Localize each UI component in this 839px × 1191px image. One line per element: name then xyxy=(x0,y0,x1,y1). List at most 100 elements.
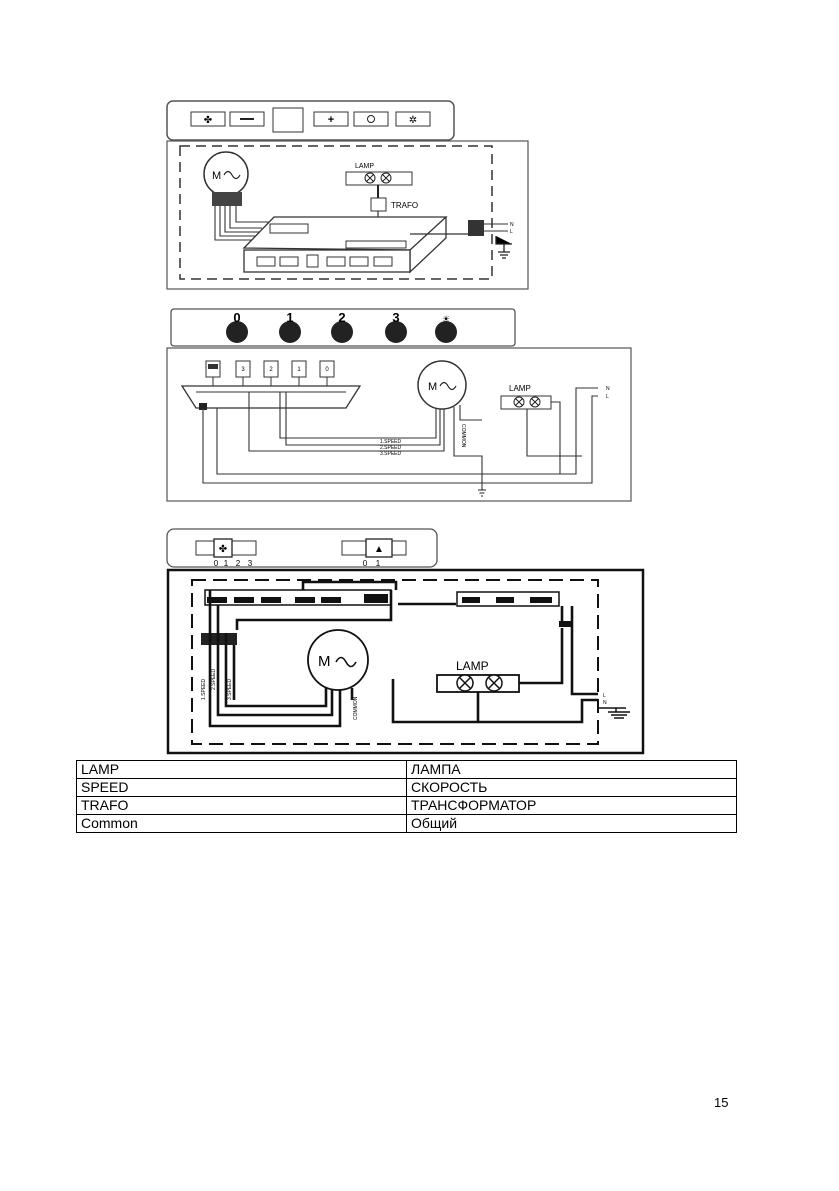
knob-light xyxy=(435,321,457,343)
table-row: LAMP ЛАМПА xyxy=(76,760,737,779)
control-panel-1 xyxy=(166,100,455,141)
wiring-2 xyxy=(202,387,598,490)
light-icon: ✲ xyxy=(409,115,417,126)
fan-scale-2: 2 xyxy=(236,559,241,568)
knob-0 xyxy=(226,321,248,343)
light-button xyxy=(395,111,431,127)
hood-frame-2 xyxy=(166,347,632,502)
table-row: SPEED СКОРОСТЬ xyxy=(76,778,737,797)
timer-button xyxy=(353,111,389,127)
knob-3 xyxy=(385,321,407,343)
terminal-label-3-n: N xyxy=(603,700,607,706)
fan-icon: ✤ xyxy=(219,544,227,555)
wiring-3 xyxy=(208,580,598,728)
lamp-icon-2b xyxy=(529,396,541,408)
motor-1 xyxy=(203,151,249,197)
minus-icon xyxy=(240,118,254,120)
hood-dashed-boundary-3 xyxy=(191,579,599,745)
knob-label-0: 0 xyxy=(233,310,240,325)
table-row: TRAFO ТРАНСФОРМАТОР xyxy=(76,796,737,815)
fan-scale-3: 3 xyxy=(248,559,253,568)
term-en: SPEED xyxy=(76,778,407,797)
switch-strip-fan xyxy=(204,589,392,606)
hood-frame-3 xyxy=(166,568,645,755)
motor-label-1: M xyxy=(212,170,221,182)
inline-fuse-3 xyxy=(559,621,571,627)
lamp-icon-2a xyxy=(513,396,525,408)
mains-connector-1 xyxy=(468,220,484,236)
fan-icon: ✤ xyxy=(204,115,212,126)
speed-knobs: 0 1 2 3 ☀ xyxy=(226,310,457,343)
table-row: Common Общий xyxy=(76,814,737,833)
timer-icon xyxy=(367,115,375,123)
ground-symbol-3 xyxy=(598,707,630,719)
term-ru: Общий xyxy=(406,814,737,833)
switch-strip-lamp xyxy=(456,591,560,607)
diagram-2: 0 1 2 3 ☀ 3 2 1 0 M xyxy=(166,308,632,502)
light-icon: ☀ xyxy=(442,314,450,324)
lamp-slider-knob xyxy=(365,538,393,558)
wire-label-3-1: 1.SPEED xyxy=(201,678,207,700)
slider-switches: ✤ ▲ xyxy=(195,538,407,558)
lamp-icon-3b xyxy=(485,674,503,692)
motor-wires-1 xyxy=(214,206,275,241)
motor-label-3: M xyxy=(318,653,331,670)
term-en: TRAFO xyxy=(76,796,407,815)
knob-label-3: 3 xyxy=(392,310,399,325)
lamp-bracket-1 xyxy=(345,171,413,186)
motor-tilde-1 xyxy=(223,170,241,180)
lamp-label-3: LAMP xyxy=(456,659,489,673)
lamp-scale-1: 1 xyxy=(376,559,381,568)
term-ru: ТРАНСФОРМАТОР xyxy=(406,796,737,815)
term-en: LAMP xyxy=(76,760,407,779)
trafo-box-1 xyxy=(370,197,387,212)
lamp-bracket-3 xyxy=(436,674,520,693)
common-label-3: COMMON xyxy=(353,696,359,720)
wire-label-3-3: 3.SPEED xyxy=(227,678,233,700)
terminal-label-3-l: L xyxy=(603,693,606,699)
translation-table: LAMP ЛАМПА SPEED СКОРОСТЬ TRAFO ТРАНСФОР… xyxy=(76,760,737,833)
motor-connector-1 xyxy=(212,192,242,206)
switch-label-3: 3 xyxy=(241,367,245,373)
switch-label-2: 2 xyxy=(269,367,273,373)
fan-scale-0: 0 xyxy=(214,559,219,568)
control-panel-2 xyxy=(170,308,516,347)
switch-label-1: 1 xyxy=(297,367,301,373)
diagram-3: ✤ ▲ 0 1 2 3 0 1 M LAMP xyxy=(166,528,645,755)
lamp-label-1: LAMP xyxy=(355,163,374,170)
terminal-label-1-n: N xyxy=(510,222,514,228)
lamp-icon-1a xyxy=(364,172,376,184)
control-panel-3 xyxy=(166,528,438,568)
wire-label-3-2: 2.SPEED xyxy=(211,668,217,690)
panel-buttons-1: ✤ + ✲ xyxy=(190,107,431,133)
lamp-icon-3a xyxy=(456,674,474,692)
plus-button xyxy=(313,111,349,127)
motor-2 xyxy=(417,360,467,410)
switch-label-0: 0 xyxy=(325,367,329,373)
knob-label-2: 2 xyxy=(338,310,345,325)
hood-dashed-boundary-1 xyxy=(179,145,493,280)
fan-scale-1: 1 xyxy=(224,559,229,568)
diagram-1: ✤ + ✲ M LAMP TRAFO xyxy=(166,100,529,290)
board-buttons-1 xyxy=(256,254,393,268)
lamp-scale-0: 0 xyxy=(363,559,368,568)
lamp-label-2: LAMP xyxy=(509,384,531,393)
terminal-label-1-l: L xyxy=(510,229,513,235)
hood-frame-1 xyxy=(166,140,529,290)
lamp-icon-1b xyxy=(380,172,392,184)
knob-2 xyxy=(331,321,353,343)
trafo-label-1: TRAFO xyxy=(391,201,418,210)
wire-label-2-1: 1.SPEED xyxy=(380,439,402,445)
wire-label-2-2: 2.SPEED xyxy=(380,445,402,451)
ground-symbol-2 xyxy=(478,489,486,497)
fan-slider-knob xyxy=(213,538,233,558)
fan-button xyxy=(190,111,226,127)
plus-icon: + xyxy=(328,114,334,126)
switch-block-2: 3 2 1 0 xyxy=(180,360,362,410)
motor-label-2: M xyxy=(428,381,437,393)
terminal-label-2-n: N xyxy=(606,386,610,392)
term-ru: СКОРОСТЬ xyxy=(406,778,737,797)
term-en: Common xyxy=(76,814,407,833)
term-ru: ЛАМПА xyxy=(406,760,737,779)
